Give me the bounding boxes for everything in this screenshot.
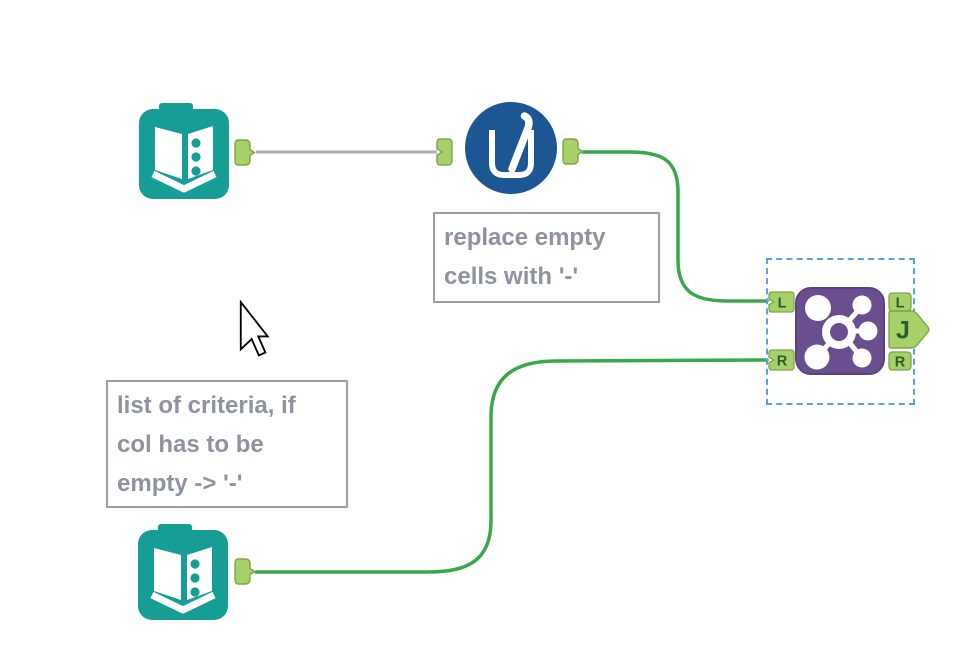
arrow-cursor-icon [239, 300, 270, 357]
input-data-tool-bottom[interactable] [137, 524, 257, 624]
annotation-criteria-note[interactable]: list of criteria, if col has to be empty… [106, 380, 348, 508]
anchor-label-r: R [777, 354, 788, 370]
open-book-icon [138, 524, 228, 620]
annotation-line: cells with '-' [444, 263, 579, 290]
beaker-pen-icon [465, 102, 557, 194]
annotation-formula-note[interactable]: replace empty cells with '-' [433, 212, 660, 303]
annotation-line: empty -> '-' [117, 470, 243, 497]
connection-formula-to-join-left[interactable] [581, 150, 769, 303]
anchor-label-l: L [896, 296, 905, 312]
output-anchor[interactable] [234, 139, 256, 166]
formula-tool[interactable] [436, 100, 586, 200]
join-input-anchor-left[interactable]: L [768, 291, 795, 313]
output-anchor[interactable] [562, 138, 584, 165]
input-data-tool-top[interactable] [138, 103, 258, 203]
anchor-label-l: L [778, 296, 787, 312]
anchor-label-j: J [896, 317, 910, 345]
join-output-anchor-join[interactable]: J [888, 310, 930, 349]
anchor-label-r: R [895, 355, 906, 371]
annotation-line: list of criteria, if [117, 392, 296, 419]
output-anchor[interactable] [234, 558, 256, 585]
open-book-icon [139, 103, 229, 199]
annotation-line: col has to be [117, 431, 264, 458]
connection-input-bottom-to-join-right[interactable] [254, 358, 769, 574]
join-output-anchor-left[interactable]: L [888, 292, 912, 312]
join-output-anchor-right[interactable]: R [888, 351, 912, 371]
input-anchor[interactable] [436, 138, 453, 166]
join-tool[interactable]: L R L R J [760, 250, 940, 415]
join-input-anchor-right[interactable]: R [768, 349, 795, 371]
join-network-icon [795, 287, 885, 375]
annotation-line: replace empty [444, 224, 606, 251]
